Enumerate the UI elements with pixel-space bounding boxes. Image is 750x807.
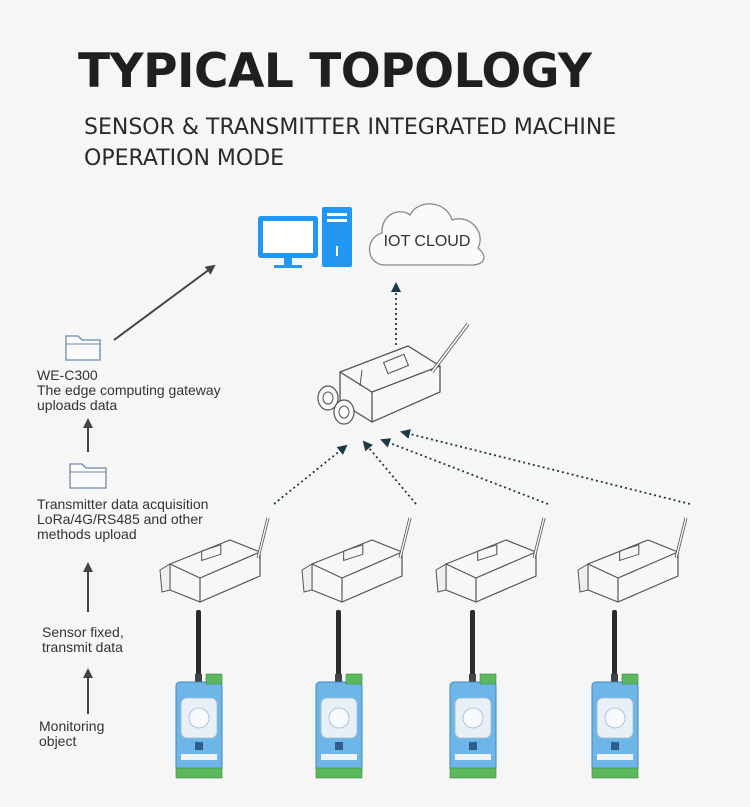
step-sensor-line-2: transmit data — [42, 639, 123, 655]
step-transmitter: Transmitter data acquisition LoRa/4G/RS4… — [37, 497, 208, 542]
step-transmitter-line-3: methods upload — [37, 526, 137, 542]
folder-icon — [65, 335, 101, 361]
page-subtitle: SENSOR & TRANSMITTER INTEGRATED MACHINE … — [84, 112, 704, 174]
step-sensor-line-1: Sensor fixed, — [42, 624, 124, 640]
sensor-module-icon — [175, 609, 223, 779]
step-monitoring-line-1: Monitoring — [39, 718, 105, 734]
step-monitoring-line-2: object — [39, 733, 77, 749]
cloud-label: IOT CLOUD — [383, 233, 471, 250]
transmitter-to-gateway-arrows — [273, 429, 691, 505]
step-gateway-line-3: uploads data — [37, 397, 118, 413]
step-gateway: WE-C300 The edge computing gateway uploa… — [37, 368, 221, 413]
step-monitoring: Monitoring object — [39, 719, 104, 749]
sensor-module-icon — [591, 609, 639, 779]
step-sensor: Sensor fixed, transmit data — [42, 625, 124, 655]
page-title: TYPICAL TOPOLOGY — [78, 44, 592, 99]
sensor-module-icon — [449, 609, 497, 779]
step-transmitter-line-1: Transmitter data acquisition — [37, 496, 209, 512]
step-transmitter-line-2: LoRa/4G/RS485 and other — [37, 511, 203, 527]
upload-to-pc-arrow — [113, 264, 216, 341]
computer-icon — [258, 207, 352, 268]
subtitle-line-1: SENSOR & TRANSMITTER INTEGRATED MACHINE — [84, 115, 617, 140]
folder-icon — [69, 463, 107, 489]
gateway-device-icon — [317, 322, 470, 425]
step-gateway-line-1: WE-C300 — [37, 367, 98, 383]
transmitter-device-icon — [434, 516, 546, 604]
cloud-icon — [368, 203, 485, 266]
step-gateway-line-2: The edge computing gateway — [37, 382, 221, 398]
sensor-module-icon — [315, 609, 363, 779]
transmitter-device-icon — [300, 516, 412, 604]
transmitter-device-icon — [576, 516, 688, 604]
subtitle-line-2: OPERATION MODE — [84, 146, 285, 171]
